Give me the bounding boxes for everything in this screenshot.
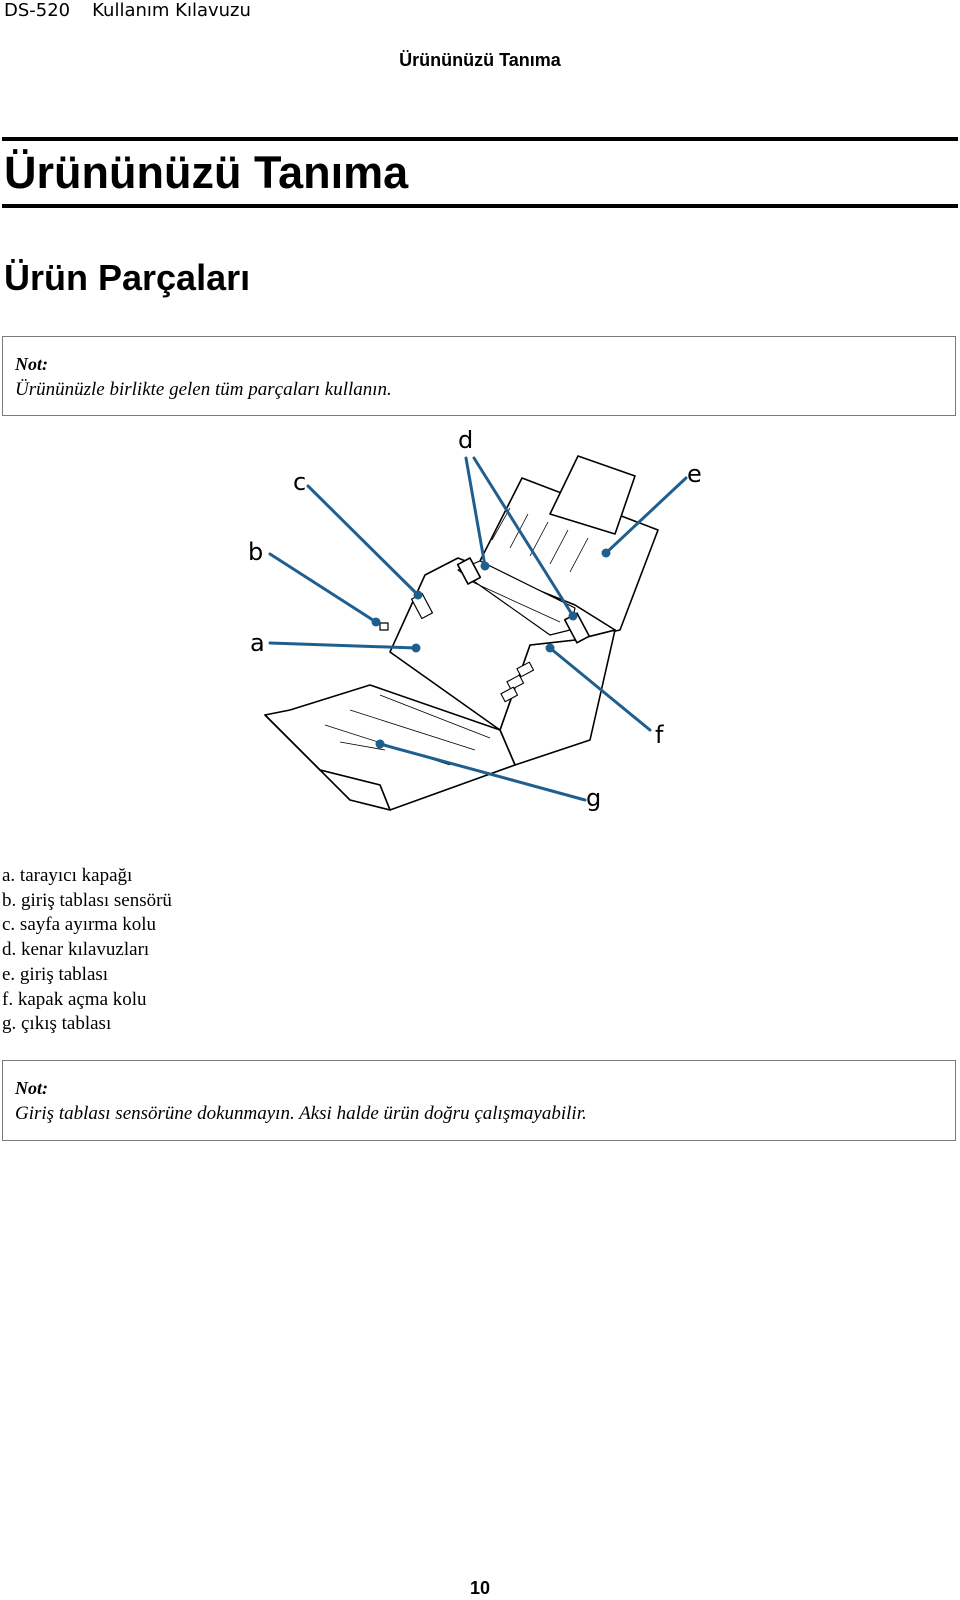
running-header: DS-520 Kullanım Kılavuzu bbox=[4, 0, 251, 22]
manual-name: Kullanım Kılavuzu bbox=[92, 0, 251, 21]
list-item: g. çıkış tablası bbox=[2, 1013, 112, 1035]
page-number: 10 bbox=[469, 1578, 491, 1598]
leader-f bbox=[548, 646, 652, 732]
note-box: Not: Giriş tablası sensörüne dokunmayın.… bbox=[2, 1060, 956, 1141]
list-item: c. sayfa ayırma kolu bbox=[2, 914, 157, 936]
leader-d2 bbox=[472, 456, 575, 618]
parts-list: a. tarayıcı kapağı b. giriş tablası sens… bbox=[2, 864, 172, 1037]
chapter-rule-bottom bbox=[2, 204, 958, 208]
callout-c: c bbox=[293, 468, 306, 496]
list-item: e. giriş tablası bbox=[2, 963, 109, 985]
running-title: Ürününüzü Tanıma bbox=[399, 50, 561, 70]
list-item: a. tarayıcı kapağı bbox=[2, 865, 133, 886]
chapter-rule-top bbox=[2, 137, 958, 141]
note-label: Not: bbox=[15, 1078, 48, 1098]
note-label: Not: bbox=[15, 354, 48, 374]
callout-g: g bbox=[586, 784, 601, 812]
chapter-title: Ürününüzü Tanıma bbox=[4, 147, 409, 198]
product-model: DS-520 bbox=[4, 0, 71, 21]
leader-b bbox=[268, 552, 378, 624]
list-item: f. kapak açma kolu bbox=[2, 988, 147, 1010]
callout-a: a bbox=[250, 629, 265, 657]
section-title: Ürün Parçaları bbox=[4, 257, 251, 298]
note-box: Not: Ürününüzle birlikte gelen tüm parça… bbox=[2, 336, 956, 416]
callout-f: f bbox=[655, 721, 664, 749]
list-item: b. giriş tablası sensörü bbox=[2, 889, 172, 911]
note-text: Ürününüzle birlikte gelen tüm parçaları … bbox=[15, 379, 392, 400]
leader-e bbox=[604, 476, 688, 555]
callout-e: e bbox=[687, 460, 702, 488]
leader-g bbox=[378, 742, 587, 802]
list-item: d. kenar kılavuzları bbox=[2, 939, 150, 961]
tray-extension-illustration bbox=[549, 455, 636, 535]
scanner-diagram: a b c d e f g bbox=[248, 430, 702, 812]
note-text: Giriş tablası sensörüne dokunmayın. Aksi… bbox=[15, 1103, 587, 1124]
callout-b: b bbox=[248, 538, 263, 566]
leader-d1 bbox=[464, 456, 487, 568]
leader-c bbox=[306, 484, 420, 597]
callout-d: d bbox=[458, 430, 473, 454]
leader-a bbox=[268, 641, 418, 650]
